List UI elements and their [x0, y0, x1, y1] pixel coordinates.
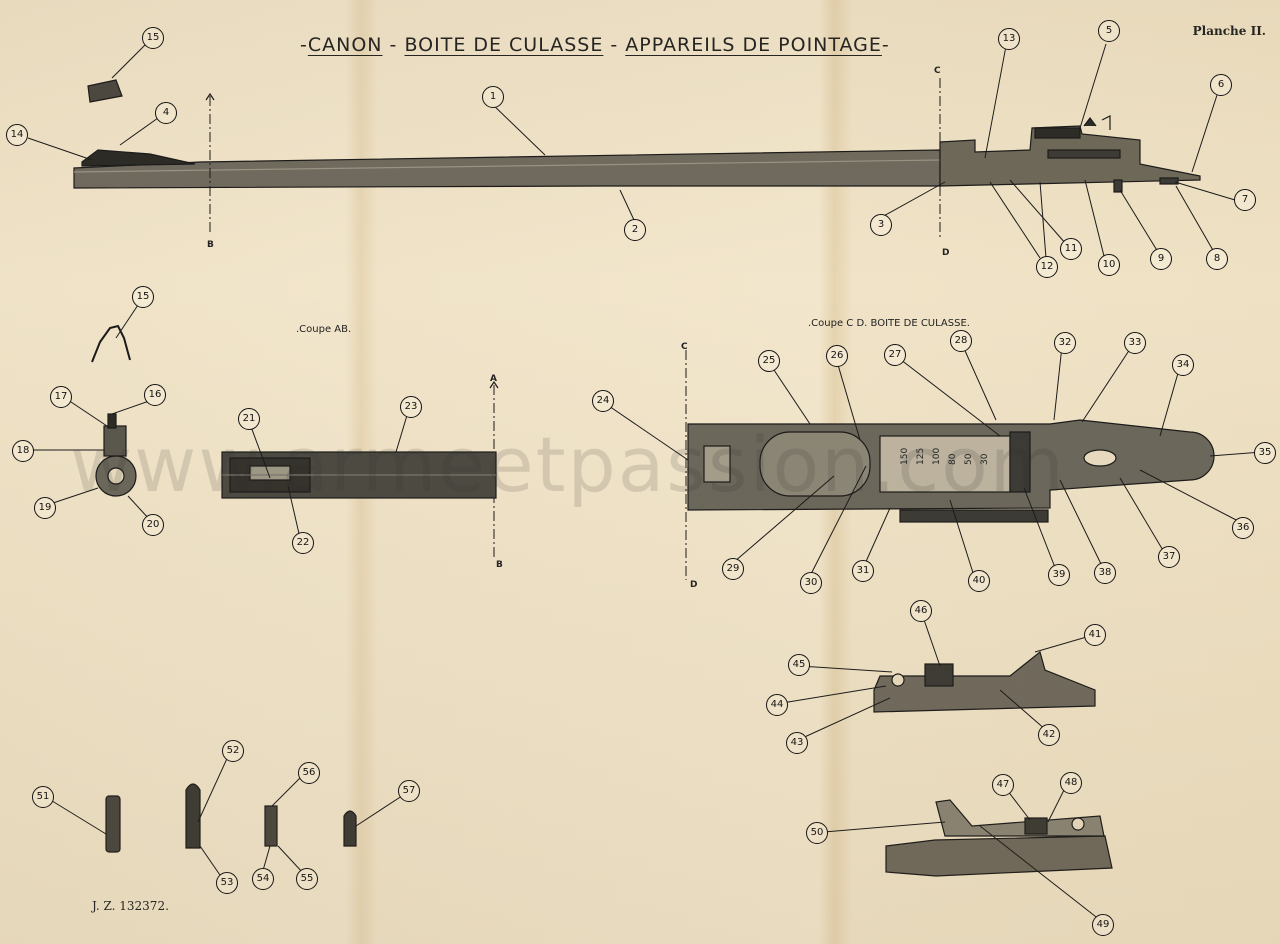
callout-14: 14: [6, 124, 28, 146]
callout-53: 53: [216, 872, 238, 894]
callout-46: 46: [910, 600, 932, 622]
callout-6: 6: [1210, 74, 1232, 96]
callout-45: 45: [788, 654, 810, 676]
callout-38: 38: [1094, 562, 1116, 584]
callout-23: 23: [400, 396, 422, 418]
callout-12: 12: [1036, 256, 1058, 278]
axis-a-ab: A: [490, 374, 497, 384]
callout-16: 16: [144, 384, 166, 406]
title-appareils-de-pointage: APPAREILS DE POINTAGE: [625, 34, 882, 56]
callout-37: 37: [1158, 546, 1180, 568]
part-15-clip: [91, 324, 131, 363]
section-cd-label: .Coupe C D. BOITE DE CULASSE.: [808, 318, 970, 329]
callout-30: 30: [800, 572, 822, 594]
callout-5: 5: [1098, 20, 1120, 42]
callout-52: 52: [222, 740, 244, 762]
axis-c-cd: C: [681, 342, 688, 352]
callout-27: 27: [884, 344, 906, 366]
callout-25: 25: [758, 350, 780, 372]
range-mark-30: 30: [980, 453, 990, 465]
range-mark-80: 80: [948, 453, 958, 465]
range-mark-100: 100: [932, 448, 942, 465]
callout-28: 28: [950, 330, 972, 352]
part-15-front-sight-block: [87, 79, 123, 103]
callout-4: 4: [155, 102, 177, 124]
callout-55: 55: [296, 868, 318, 890]
callout-8: 8: [1206, 248, 1228, 270]
callout-35: 35: [1254, 442, 1276, 464]
callout-40: 40: [968, 570, 990, 592]
callout-3: 3: [870, 214, 892, 236]
section-cd-drawing: [687, 419, 1215, 523]
barrel-drawing: [73, 115, 1201, 193]
callout-47: 47: [992, 774, 1014, 796]
rear-sight-lower: [885, 799, 1113, 877]
axis-b-ab: B: [496, 560, 503, 570]
callout-13: 13: [998, 28, 1020, 50]
callout-32: 32: [1054, 332, 1076, 354]
callout-1: 1: [482, 86, 504, 108]
callout-57: 57: [398, 780, 420, 802]
callout-24: 24: [592, 390, 614, 412]
range-mark-150: 150: [900, 448, 910, 465]
axis-c-top: C: [934, 66, 941, 76]
callout-43: 43: [786, 732, 808, 754]
title-boite-de-culasse: BOITE DE CULASSE: [404, 34, 604, 56]
callout-7: 7: [1234, 189, 1256, 211]
axis-d-top: D: [942, 248, 950, 258]
watermark: www.armeetpassion.com: [70, 420, 1066, 509]
front-sight-assembly: [95, 413, 137, 497]
callout-9: 9: [1150, 248, 1172, 270]
callout-44: 44: [766, 694, 788, 716]
callout-15: 15: [142, 27, 164, 49]
callout-10: 10: [1098, 254, 1120, 276]
callout-54: 54: [252, 868, 274, 890]
range-mark-125: 125: [916, 448, 926, 465]
reference-number: J. Z. 132372.: [92, 899, 169, 913]
axis-b-top: B: [207, 240, 214, 250]
plate-title: -CANON - BOITE DE CULASSE - APPAREILS DE…: [300, 34, 890, 56]
plate-number: Planche II.: [1192, 24, 1266, 38]
range-mark-50: 50: [964, 453, 974, 465]
callout-15: 15: [132, 286, 154, 308]
callout-51: 51: [32, 786, 54, 808]
callout-20: 20: [142, 514, 164, 536]
title-canon: CANON: [307, 34, 383, 56]
callout-49: 49: [1092, 914, 1114, 936]
rear-sight-upper: [873, 650, 1096, 713]
callout-39: 39: [1048, 564, 1070, 586]
cartridges: [105, 783, 357, 853]
callout-17: 17: [50, 386, 72, 408]
callout-34: 34: [1172, 354, 1194, 376]
callout-31: 31: [852, 560, 874, 582]
callout-11: 11: [1060, 238, 1082, 260]
callout-22: 22: [292, 532, 314, 554]
section-ab-drawing: [221, 451, 497, 499]
callout-33: 33: [1124, 332, 1146, 354]
callout-2: 2: [624, 219, 646, 241]
leader-lines: [27, 41, 1263, 921]
callout-42: 42: [1038, 724, 1060, 746]
callout-56: 56: [298, 762, 320, 784]
callout-41: 41: [1084, 624, 1106, 646]
section-axes: [209, 78, 941, 580]
callout-21: 21: [238, 408, 260, 430]
callout-29: 29: [722, 558, 744, 580]
callout-18: 18: [12, 440, 34, 462]
section-ab-label: .Coupe AB.: [296, 324, 352, 335]
callout-36: 36: [1232, 517, 1254, 539]
axis-d-cd: D: [690, 580, 698, 590]
callout-50: 50: [806, 822, 828, 844]
callout-19: 19: [34, 497, 56, 519]
callout-26: 26: [826, 345, 848, 367]
callout-48: 48: [1060, 772, 1082, 794]
